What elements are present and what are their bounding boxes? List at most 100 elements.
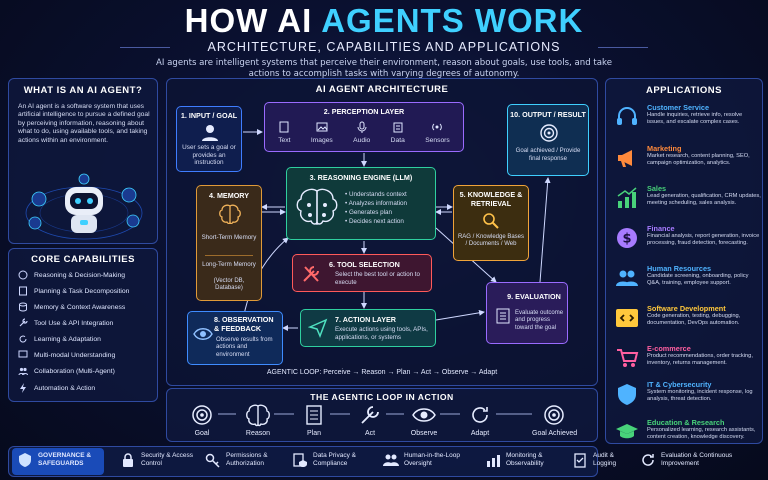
capability-label: Memory & Context Awareness (34, 303, 126, 311)
input-goal-title: 1. INPUT / GOAL (180, 111, 238, 120)
action-layer-text: Execute actions using tools, APIs, appli… (335, 326, 428, 341)
shield-icon (19, 453, 31, 467)
evaluation-title: 9. EVALUATION (507, 292, 561, 301)
loop-step-observe: Observe (404, 403, 444, 437)
application-name: Education & Research (647, 418, 725, 427)
capability-collaboration: Collaboration (Multi-Agent) (18, 366, 115, 376)
application-desc: Market research, content planning, SEO, … (647, 153, 750, 166)
memory-title: 4. MEMORY (208, 191, 250, 200)
knowledge-title: 5. KNOWLEDGE & RETRIEVAL (459, 190, 523, 208)
capability-label: Collaboration (Multi-Agent) (34, 367, 115, 375)
application-name: E-commerce (647, 344, 691, 353)
knowledge-text: RAG / Knowledge Bases / Documents / Web (457, 234, 525, 248)
application-desc: Code generation, testing, debugging, doc… (647, 313, 741, 326)
application-desc: System monitoring, incident response, lo… (647, 389, 753, 402)
application-desc: Personalized learning, research assistan… (647, 427, 756, 440)
memory-short-term: Short-Term Memory (201, 234, 257, 241)
what-is-agent-text: An AI agent is a software system that us… (18, 103, 150, 144)
input-goal-box: 1. INPUT / GOAL User sets a goal or prov… (176, 106, 242, 172)
loop-step-goal-achieved: Goal Achieved (532, 403, 578, 437)
target-check-icon (544, 405, 564, 425)
agentic-loop-panel: THE AGENTIC LOOP IN ACTION (166, 388, 598, 442)
application-name: Software Development (647, 304, 726, 313)
user-icon (202, 125, 218, 141)
cart-icon (617, 349, 639, 367)
capability-automation: Automation & Action (18, 383, 95, 393)
perception-label: Text (278, 137, 291, 144)
input-goal-text: User sets a goal or provides an instruct… (182, 144, 236, 167)
governance-human-oversight: Human-in-the-Loop Oversight (383, 452, 471, 468)
dollar-icon: $ (617, 228, 637, 248)
loop-step-act: Act (350, 403, 390, 437)
layers-icon (18, 350, 28, 358)
governance-label: Human-in-the-Loop Oversight (404, 452, 461, 467)
reasoning-item: • Analyzes information (345, 200, 408, 207)
applications-title: APPLICATIONS (645, 85, 723, 96)
governance-label: Data Privacy & Compliance (313, 452, 356, 467)
capability-planning: Planning & Task Decomposition (18, 286, 129, 296)
application-desc: Lead generation, qualification, CRM upda… (647, 193, 761, 206)
output-title: 10. OUTPUT / RESULT (510, 110, 586, 119)
perception-label: Sensors (425, 137, 450, 144)
robot-illustration-icon (25, 173, 143, 240)
capability-multimodal: Multi-modal Understanding (18, 350, 115, 360)
architecture-title: AI AGENT ARCHITECTURE (315, 84, 449, 95)
capability-label: Tool Use & API Integration (34, 319, 114, 327)
tool-selection-title: 6. TOOL SELECTION (329, 260, 400, 269)
what-is-agent-title: WHAT IS AN AI AGENT? (23, 85, 143, 96)
perception-label: Data (390, 137, 405, 144)
agentic-loop-line: AGENTIC LOOP: Perceive → Reason → Plan →… (266, 369, 498, 376)
governance-monitoring: Monitoring & Observability (485, 452, 563, 468)
bar-chart-icon (487, 455, 500, 467)
target-icon (192, 405, 212, 425)
capability-reasoning: Reasoning & Decision-Making (18, 270, 125, 280)
brain-icon (219, 204, 241, 224)
wrench-icon (19, 318, 28, 327)
sensor-icon (432, 123, 443, 131)
governance-title-label: GOVERNANCE & SAFEGUARDS (38, 452, 92, 467)
title-part-2: AGENTS WORK (321, 2, 584, 39)
magnifier-icon (483, 213, 499, 229)
intro-text: AI agents are intelligent systems that p… (155, 58, 613, 79)
loop-step-plan: Plan (294, 403, 334, 437)
people-icon (18, 367, 28, 376)
eye-icon (412, 408, 436, 422)
microphone-icon (357, 121, 367, 133)
applications-panel: APPLICATIONS (605, 78, 763, 444)
wrench-icon (361, 406, 379, 424)
application-name: Sales (647, 184, 667, 193)
loop-step-adapt: Adapt (460, 403, 500, 437)
memory-long-term: Long-Term Memory (202, 261, 256, 268)
shield-icon (618, 384, 636, 405)
governance-label: Evaluation & Continuous Improvement (661, 452, 733, 467)
neural-brain-icon (296, 188, 338, 225)
clipboard-icon (574, 453, 586, 468)
memory-box: 4. MEMORY Short-Term Memory Long-Term Me… (196, 185, 262, 301)
application-desc: Candidate screening, onboarding, policy … (647, 273, 749, 286)
perception-data: Data (391, 118, 405, 145)
governance-label: Permissions & Authorization (226, 452, 268, 467)
document-icon (279, 121, 289, 133)
send-icon (308, 318, 328, 338)
code-icon (616, 309, 638, 327)
eye-icon (193, 328, 213, 340)
output-text: Goal achieved / Provide final response (515, 147, 581, 162)
what-is-agent-panel: WHAT IS AN AI AGENT? An AI agent is a so… (8, 78, 158, 244)
application-desc: Handle inquiries, retrieve info, resolve… (647, 112, 743, 125)
loop-step-label: Goal Achieved (532, 430, 578, 437)
capability-label: Reasoning & Decision-Making (34, 271, 126, 279)
core-capabilities-panel: CORE CAPABILITIES (8, 248, 158, 402)
core-capabilities-title: CORE CAPABILITIES (31, 254, 135, 265)
perception-sensors: Sensors (425, 118, 450, 145)
perception-text: Text (278, 118, 290, 145)
observation-feedback-box: 8. OBSERVATION & FEEDBACK Observe result… (187, 311, 283, 365)
reasoning-item-label: Decides next action (348, 218, 404, 225)
people-icon (616, 270, 638, 286)
perception-title: 2. PERCEPTION LAYER (323, 107, 405, 116)
brain-icon (18, 270, 28, 280)
governance-evaluation: Evaluation & Continuous Improvement (640, 452, 764, 468)
subtitle: ARCHITECTURE, CAPABILITIES AND APPLICATI… (207, 40, 561, 54)
governance-title: GOVERNANCE & SAFEGUARDS (17, 452, 103, 468)
governance-label: Monitoring & Observability (506, 452, 544, 467)
